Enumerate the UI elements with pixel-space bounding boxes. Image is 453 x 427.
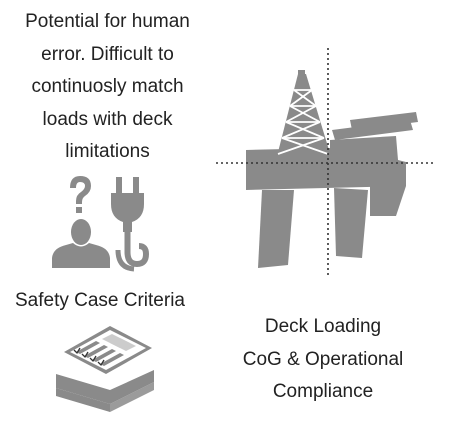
human-error-description: Potential for human error. Difficult to … (0, 6, 215, 169)
human-error-line-1: Potential for human (25, 11, 190, 32)
checklist-book-icon (56, 326, 154, 412)
deck-loading-line-3: Compliance (272, 381, 374, 402)
deck-loading-line-2: CoG & Operational (242, 348, 404, 370)
plug-hook-icon (111, 177, 150, 272)
question-person-icon (52, 176, 110, 268)
safety-case-label: Safety Case Criteria (0, 285, 200, 318)
human-error-line-5: limitations (65, 141, 150, 162)
deck-loading-description: Deck Loading CoG & Operational Complianc… (213, 311, 433, 409)
oil-rig-icon (216, 48, 436, 278)
deck-loading-line-1: Deck Loading (264, 316, 382, 337)
human-error-line-4: loads with deck (42, 108, 173, 130)
human-error-line-3: continuosly match (31, 76, 184, 97)
human-error-line-2: error. Difficult to (41, 43, 174, 65)
safety-case-line: Safety Case Criteria (14, 290, 185, 311)
